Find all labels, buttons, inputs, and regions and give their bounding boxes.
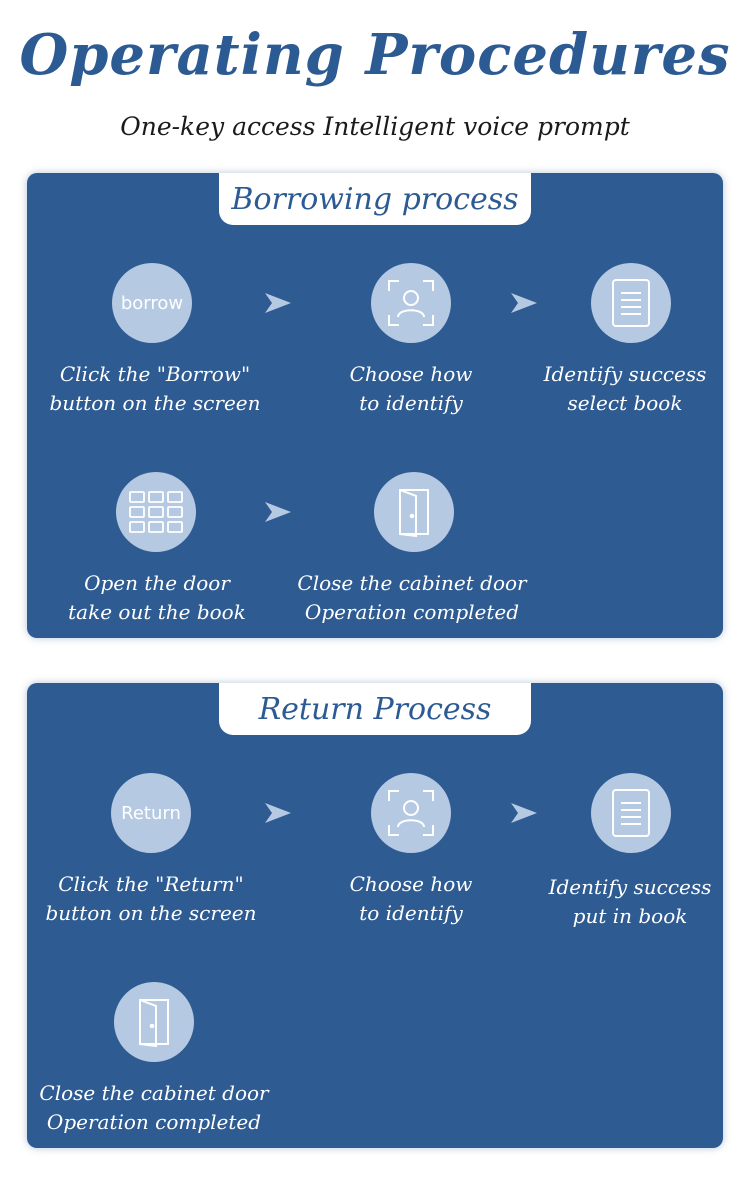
return-step-3-line1: Identify success bbox=[548, 875, 712, 899]
return-step-2-label: Choose how to identify bbox=[281, 870, 541, 928]
arrow-right-icon bbox=[265, 803, 291, 823]
borrow-circle-icon: borrow bbox=[112, 263, 192, 343]
door-icon bbox=[374, 472, 454, 552]
borrow-icon-text: borrow bbox=[120, 292, 184, 314]
return-step-3-line2: put in book bbox=[572, 904, 688, 928]
cabinet-grid-icon bbox=[116, 472, 196, 552]
arrow-right-icon bbox=[265, 293, 291, 313]
borrow-step-3-label: Identify success select book bbox=[495, 360, 750, 418]
borrowing-process-panel: Borrowing process borrow Click the "Borr… bbox=[27, 173, 723, 638]
door-icon bbox=[114, 982, 194, 1062]
borrow-step-2-line1: Choose how bbox=[349, 362, 473, 386]
borrow-step-1-line1: Click the "Borrow" bbox=[59, 362, 251, 386]
borrow-step-4-label: Open the door take out the book bbox=[27, 569, 287, 627]
return-step-4-line1: Close the cabinet door bbox=[39, 1081, 269, 1105]
borrow-step-3-line2: select book bbox=[567, 391, 683, 415]
borrow-step-5-label: Close the cabinet door Operation complet… bbox=[282, 569, 542, 627]
borrow-step-2-label: Choose how to identify bbox=[281, 360, 541, 418]
borrow-step-1-label: Click the "Borrow" button on the screen bbox=[25, 360, 285, 418]
return-icon-text: Return bbox=[121, 802, 181, 824]
return-circle-icon: Return bbox=[111, 773, 191, 853]
borrow-step-1-line2: button on the screen bbox=[49, 391, 261, 415]
face-scan-icon bbox=[371, 773, 451, 853]
borrow-step-2-line2: to identify bbox=[359, 391, 463, 415]
borrow-step-4-line1: Open the door bbox=[84, 571, 230, 595]
arrow-right-icon bbox=[511, 293, 537, 313]
borrow-step-5-line1: Close the cabinet door bbox=[297, 571, 527, 595]
arrow-right-icon bbox=[265, 502, 291, 522]
borrow-step-3-line1: Identify success bbox=[543, 362, 707, 386]
page-subtitle: One-key access Intelligent voice prompt bbox=[120, 112, 630, 141]
return-step-2-line1: Choose how bbox=[349, 872, 473, 896]
page-title: Operating Procedures bbox=[19, 22, 731, 88]
document-list-icon bbox=[591, 263, 671, 343]
return-process-panel: Return Process Return Click the "Return"… bbox=[27, 683, 723, 1148]
return-step-1-line1: Click the "Return" bbox=[58, 872, 244, 896]
borrow-step-5-line2: Operation completed bbox=[304, 600, 520, 624]
return-step-3-label: Identify success put in book bbox=[500, 873, 750, 931]
return-process-tab: Return Process bbox=[219, 683, 531, 735]
borrow-step-4-line2: take out the book bbox=[68, 600, 246, 624]
face-scan-icon bbox=[371, 263, 451, 343]
borrowing-process-tab: Borrowing process bbox=[219, 173, 531, 225]
document-list-icon bbox=[591, 773, 671, 853]
return-step-4-line2: Operation completed bbox=[46, 1110, 262, 1134]
arrow-right-icon bbox=[511, 803, 537, 823]
return-step-1-line2: button on the screen bbox=[45, 901, 257, 925]
return-step-2-line2: to identify bbox=[359, 901, 463, 925]
return-step-4-label: Close the cabinet door Operation complet… bbox=[24, 1079, 284, 1137]
return-step-1-label: Click the "Return" button on the screen bbox=[21, 870, 281, 928]
